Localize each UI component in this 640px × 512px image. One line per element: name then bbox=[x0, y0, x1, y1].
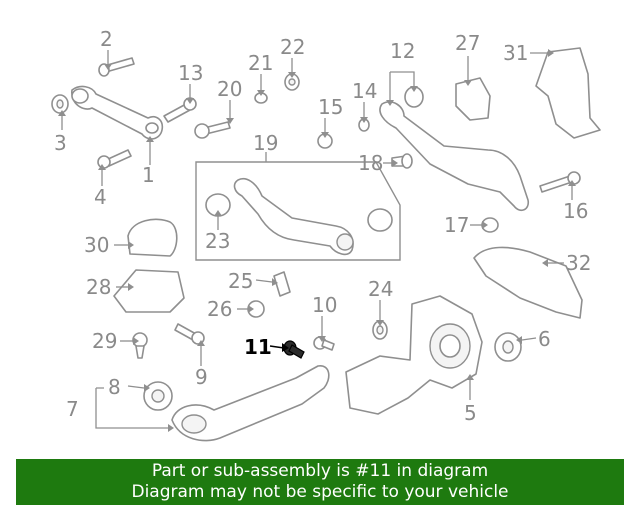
callout-21: 21 bbox=[248, 51, 273, 75]
notice-banner: Part or sub-assembly is #11 in diagram D… bbox=[16, 459, 624, 505]
part-27-bracket bbox=[455, 77, 491, 121]
part-11-bolt-highlighted bbox=[283, 340, 305, 359]
callout-11-highlighted: 11 bbox=[244, 335, 272, 359]
part-20-bolt bbox=[194, 121, 231, 139]
callout-1: 1 bbox=[142, 163, 155, 187]
part-28-mount bbox=[113, 269, 185, 313]
callout-9: 9 bbox=[195, 365, 208, 389]
callout-28: 28 bbox=[86, 275, 111, 299]
callout-17: 17 bbox=[444, 213, 469, 237]
part-3-nut bbox=[51, 94, 69, 114]
callout-5: 5 bbox=[464, 401, 477, 425]
callout-18: 18 bbox=[358, 151, 383, 175]
callout-4: 4 bbox=[94, 185, 107, 209]
leader-arrows bbox=[58, 49, 576, 432]
part-1-control-arm bbox=[71, 85, 164, 140]
callout-26: 26 bbox=[207, 297, 232, 321]
callout-3: 3 bbox=[54, 131, 67, 155]
callout-10: 10 bbox=[312, 293, 337, 317]
callout-6: 6 bbox=[538, 327, 551, 351]
callout-19: 19 bbox=[253, 131, 278, 155]
callout-24: 24 bbox=[368, 277, 393, 301]
callout-20: 20 bbox=[217, 77, 242, 101]
callout-8: 8 bbox=[108, 375, 121, 399]
part-29-clip bbox=[132, 332, 148, 359]
callout-32: 32 bbox=[566, 251, 591, 275]
part-12-upper-arm bbox=[379, 86, 530, 212]
callout-7: 7 bbox=[66, 397, 79, 421]
banner-line-part-number: Part or sub-assembly is #11 in diagram bbox=[151, 461, 489, 481]
part-5-knuckle bbox=[345, 295, 483, 415]
callout-14: 14 bbox=[352, 79, 377, 103]
part-8-bushing bbox=[143, 381, 173, 411]
part-30-bushing bbox=[127, 218, 178, 257]
part-13-bolt bbox=[163, 97, 197, 123]
part-6-bushing bbox=[494, 332, 522, 362]
leader-lines bbox=[61, 50, 573, 429]
callout-25: 25 bbox=[228, 269, 253, 293]
part-31-bracket bbox=[535, 47, 601, 139]
callout-12: 12 bbox=[390, 39, 415, 63]
callout-13: 13 bbox=[178, 61, 203, 85]
callout-31: 31 bbox=[503, 41, 528, 65]
banner-line-disclaimer: Diagram may not be specific to your vehi… bbox=[131, 482, 509, 502]
callout-29: 29 bbox=[92, 329, 117, 353]
part-16-bolt bbox=[539, 171, 581, 193]
callout-30: 30 bbox=[84, 233, 109, 257]
callout-16: 16 bbox=[563, 199, 588, 223]
callout-22: 22 bbox=[280, 35, 305, 59]
callout-27: 27 bbox=[455, 31, 480, 55]
callout-labels: 2 3 4 1 13 20 21 22 15 14 18 12 27 31 16… bbox=[54, 27, 591, 425]
part-19-assembly-box bbox=[195, 161, 401, 261]
part-2-bolt bbox=[98, 57, 135, 77]
parts-diagram: 2 3 4 1 13 20 21 22 15 14 18 12 27 31 16… bbox=[51, 27, 601, 442]
callout-15: 15 bbox=[318, 95, 343, 119]
part-9-bolt bbox=[174, 323, 205, 345]
part-4-bolt bbox=[97, 149, 132, 169]
part-32-shield bbox=[473, 246, 583, 319]
part-7-trailing-arm bbox=[171, 365, 330, 442]
part-25-clip bbox=[273, 271, 291, 297]
callout-2: 2 bbox=[100, 27, 113, 51]
callout-23: 23 bbox=[205, 229, 230, 253]
